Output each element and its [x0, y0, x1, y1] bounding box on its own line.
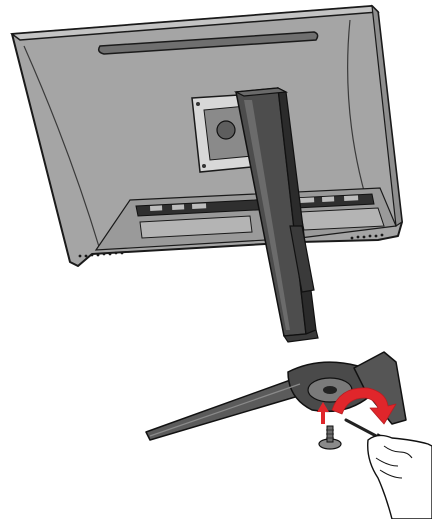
- hand-icon: [368, 435, 432, 519]
- vesa-screw-1: [196, 102, 200, 106]
- base-mount-hole: [323, 386, 337, 394]
- thumb-screw-icon: [319, 426, 341, 449]
- vesa-hinge-knob: [217, 121, 235, 139]
- cable-cover-right: [300, 208, 384, 230]
- vesa-screw-3: [202, 164, 206, 168]
- base-edge-highlight: [150, 384, 300, 436]
- monitor-rear: [12, 6, 402, 266]
